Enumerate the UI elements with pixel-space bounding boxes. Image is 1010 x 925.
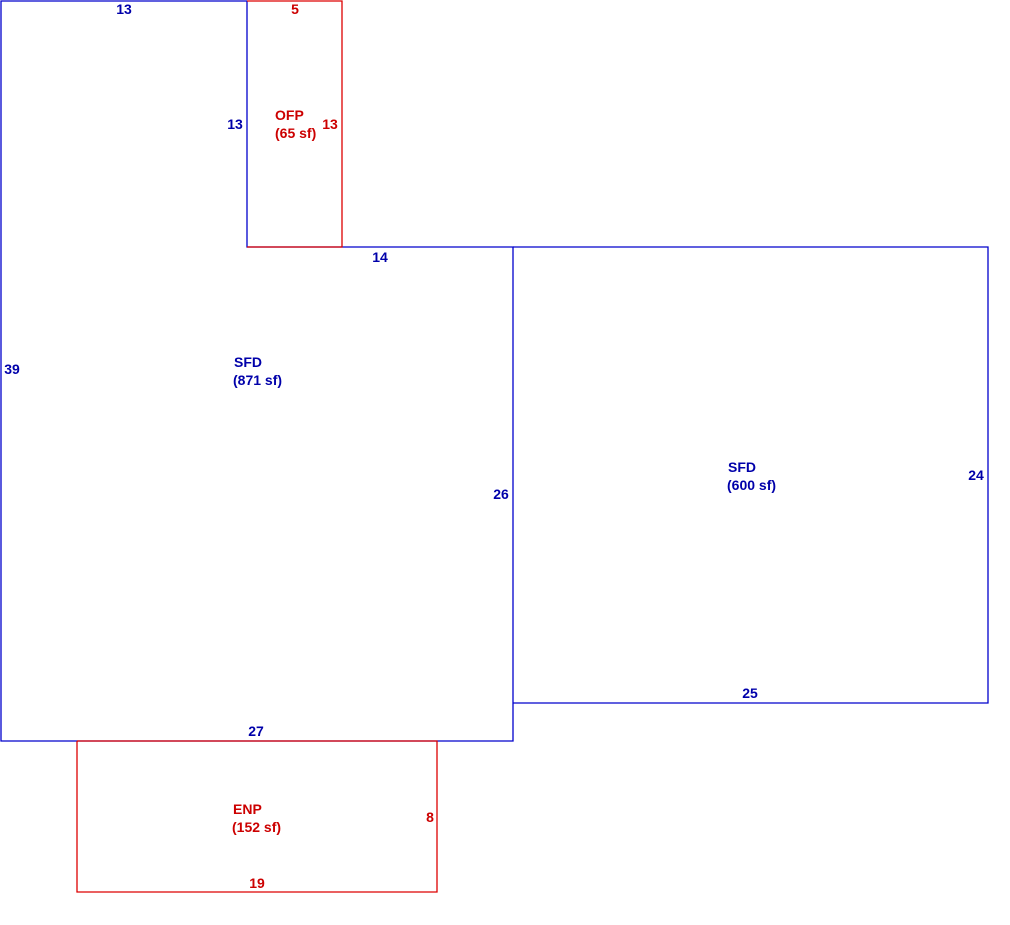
dim-ofp-side: 13 [322,116,338,132]
dim-enp-side: 8 [426,809,434,825]
enp-area: (152 sf) [232,819,281,835]
dim-enp-bottom: 19 [249,875,265,891]
dim-sfd-left-bottom: 27 [248,723,264,739]
sfd-left-outline [0,0,514,742]
dim-sfd-left-right-side: 26 [493,486,509,502]
enp-code: ENP [233,801,262,817]
sfd-left-area: (871 sf) [233,372,282,388]
enp-outline [76,740,438,893]
dim-sfd-left-inner-side: 13 [227,116,243,132]
sfd-right-area: (600 sf) [727,477,776,493]
sfd-right-code: SFD [728,459,756,475]
ofp-code: OFP [275,107,304,123]
dim-sfd-right-side: 24 [968,467,984,483]
dim-sfd-left-side: 39 [4,361,20,377]
dim-sfd-left-top: 13 [116,1,132,17]
dim-sfd-right-bottom: 25 [742,685,758,701]
dim-ofp-top: 5 [291,1,299,17]
ofp-outline [247,0,343,248]
sfd-right-outline [513,246,989,704]
ofp-area: (65 sf) [275,125,316,141]
dim-sfd-left-step: 14 [372,249,388,265]
sfd-left-code: SFD [234,354,262,370]
